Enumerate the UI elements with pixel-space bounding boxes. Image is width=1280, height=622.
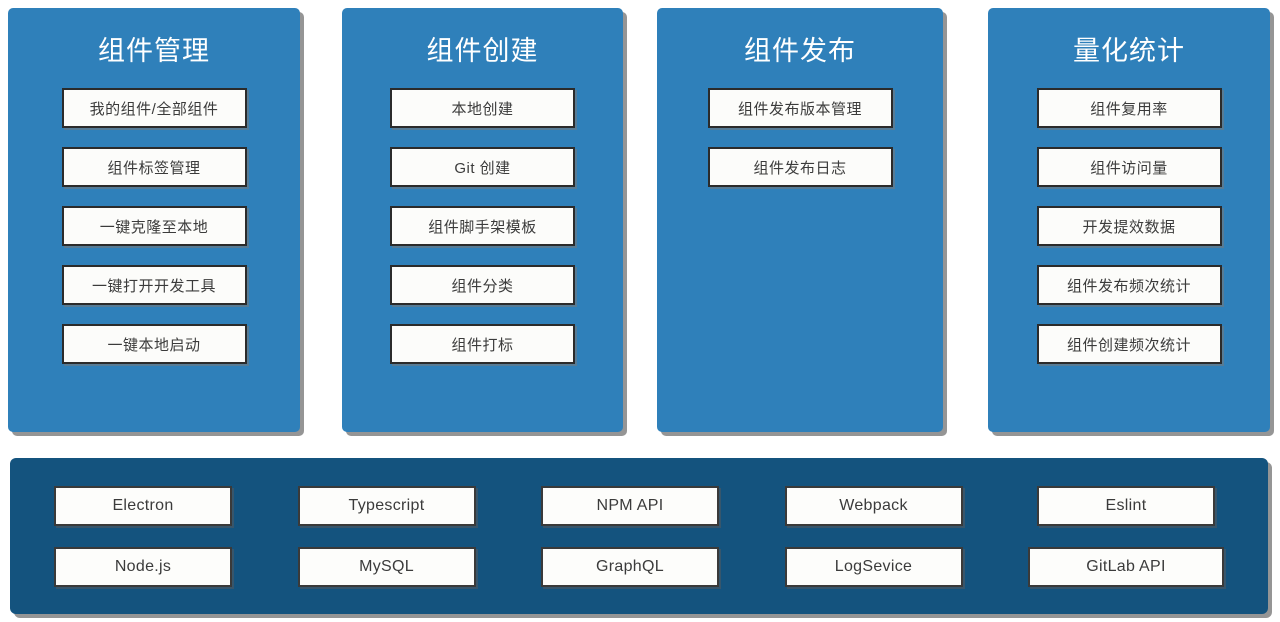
panel-title: 组件管理 (98, 36, 210, 66)
panel-item-list: 组件发布版本管理 组件发布日志 (657, 88, 943, 187)
tech-stack-item[interactable]: GraphQL (541, 546, 719, 587)
capability-panel-component-publish: 组件发布 组件发布版本管理 组件发布日志 (657, 8, 943, 432)
tech-stack-column: Eslint GitLab API (1028, 485, 1224, 587)
capability-panel-row: 组件管理 我的组件/全部组件 组件标签管理 一键克隆至本地 一键打开开发工具 一… (8, 8, 1270, 432)
panel-item[interactable]: 组件打标 (390, 324, 575, 364)
panel-item[interactable]: Git 创建 (390, 147, 575, 187)
panel-item[interactable]: 一键本地启动 (61, 324, 247, 364)
tech-stack-panel: Electron Node.js Typescript MySQL NPM AP… (10, 458, 1268, 614)
panel-item[interactable]: 一键克隆至本地 (61, 206, 247, 246)
panel-item-list: 我的组件/全部组件 组件标签管理 一键克隆至本地 一键打开开发工具 一键本地启动 (8, 88, 300, 364)
tech-stack-column: NPM API GraphQL (541, 485, 719, 587)
tech-stack-item[interactable]: Eslint (1037, 485, 1215, 526)
tech-stack-item[interactable]: Node.js (54, 546, 232, 587)
panel-item[interactable]: 组件访问量 (1036, 147, 1222, 187)
panel-item[interactable]: 组件复用率 (1036, 88, 1222, 128)
panel-item[interactable]: 我的组件/全部组件 (61, 88, 247, 128)
capability-panel-component-creation: 组件创建 本地创建 Git 创建 组件脚手架模板 组件分类 组件打标 (342, 8, 623, 432)
panel-item-list: 本地创建 Git 创建 组件脚手架模板 组件分类 组件打标 (342, 88, 623, 364)
capability-panel-component-management: 组件管理 我的组件/全部组件 组件标签管理 一键克隆至本地 一键打开开发工具 一… (8, 8, 300, 432)
panel-item[interactable]: 组件分类 (390, 265, 575, 305)
panel-item[interactable]: 组件发布日志 (707, 147, 893, 187)
panel-item[interactable]: 组件创建频次统计 (1036, 324, 1222, 364)
panel-item-list: 组件复用率 组件访问量 开发提效数据 组件发布频次统计 组件创建频次统计 (988, 88, 1270, 364)
panel-item[interactable]: 组件脚手架模板 (390, 206, 575, 246)
tech-stack-item[interactable]: NPM API (541, 485, 719, 526)
panel-item[interactable]: 组件发布频次统计 (1036, 265, 1222, 305)
tech-stack-item[interactable]: LogSevice (784, 546, 963, 587)
tech-stack-item[interactable]: Typescript (297, 485, 476, 526)
panel-item[interactable]: 组件发布版本管理 (707, 88, 893, 128)
tech-stack-columns: Electron Node.js Typescript MySQL NPM AP… (10, 458, 1268, 614)
panel-item[interactable]: 本地创建 (390, 88, 575, 128)
tech-stack-column: Webpack LogSevice (784, 485, 963, 587)
panel-item[interactable]: 一键打开开发工具 (61, 265, 247, 305)
panel-title: 组件发布 (744, 36, 856, 66)
tech-stack-item[interactable]: GitLab API (1028, 546, 1224, 587)
capability-panel-quantitative-statistics: 量化统计 组件复用率 组件访问量 开发提效数据 组件发布频次统计 组件创建频次统… (988, 8, 1270, 432)
panel-item[interactable]: 开发提效数据 (1036, 206, 1222, 246)
panel-title: 量化统计 (1073, 36, 1185, 66)
tech-stack-item[interactable]: Electron (54, 485, 232, 526)
panel-item[interactable]: 组件标签管理 (61, 147, 247, 187)
tech-stack-column: Typescript MySQL (297, 485, 476, 587)
tech-stack-column: Electron Node.js (54, 485, 232, 587)
tech-stack-item[interactable]: MySQL (297, 546, 476, 587)
tech-stack-item[interactable]: Webpack (784, 485, 963, 526)
panel-title: 组件创建 (426, 36, 539, 66)
